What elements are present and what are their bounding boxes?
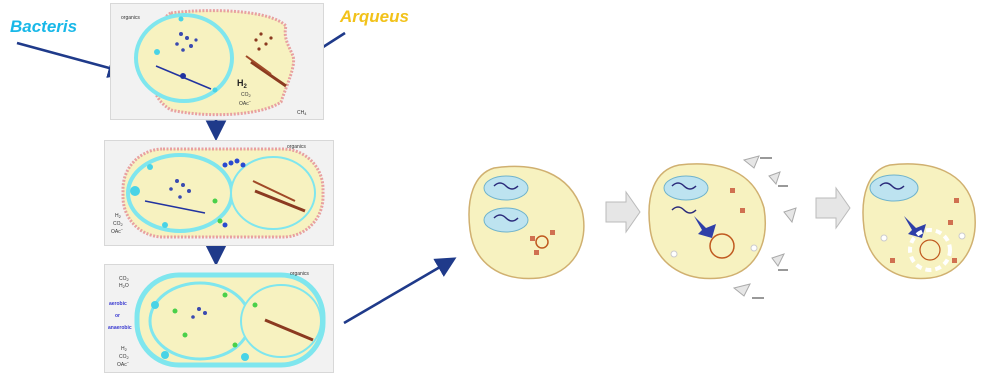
- panel-1: organics H2 CO2 OAc− CH4: [110, 3, 324, 120]
- co2-label: CO2: [241, 92, 252, 98]
- oac-label: OAc−: [111, 227, 124, 235]
- h2-label: H2: [121, 346, 128, 352]
- panel-3: organics CO2 H2O aerobic or anaerobic H2…: [104, 264, 334, 373]
- panel-1-drawing: organics H2 CO2 OAc− CH4: [111, 4, 323, 119]
- h2o-label: H2O: [119, 283, 129, 289]
- h2-label: H2: [115, 213, 122, 219]
- organics-label: organics: [121, 15, 140, 21]
- oac-label: OAc−: [117, 360, 130, 368]
- or-label: or: [115, 313, 120, 319]
- panel-2: organics H2 CO2 OAc−: [104, 140, 334, 246]
- ch4-label: CH4: [297, 110, 307, 116]
- anaerobic-label: anaerobic: [108, 325, 132, 331]
- to-cells-arrow: [344, 260, 452, 323]
- cell-stage-1: [469, 166, 584, 278]
- bacteria-pointer-arrow: [17, 43, 124, 72]
- organics-label: organics: [287, 144, 306, 150]
- cell-sequence: [454, 150, 984, 350]
- process-arrow-1: [606, 192, 640, 232]
- panel-2-drawing: organics H2 CO2 OAc−: [105, 141, 333, 245]
- organics-label: organics: [290, 271, 309, 277]
- cell-stage-2: [649, 156, 796, 298]
- co2-label: CO2: [119, 276, 130, 282]
- process-arrow-2: [816, 188, 850, 228]
- cell-stage-3: [863, 164, 975, 279]
- panel-3-drawing: organics CO2 H2O aerobic or anaerobic H2…: [105, 265, 333, 372]
- aerobic-label: aerobic: [109, 301, 127, 307]
